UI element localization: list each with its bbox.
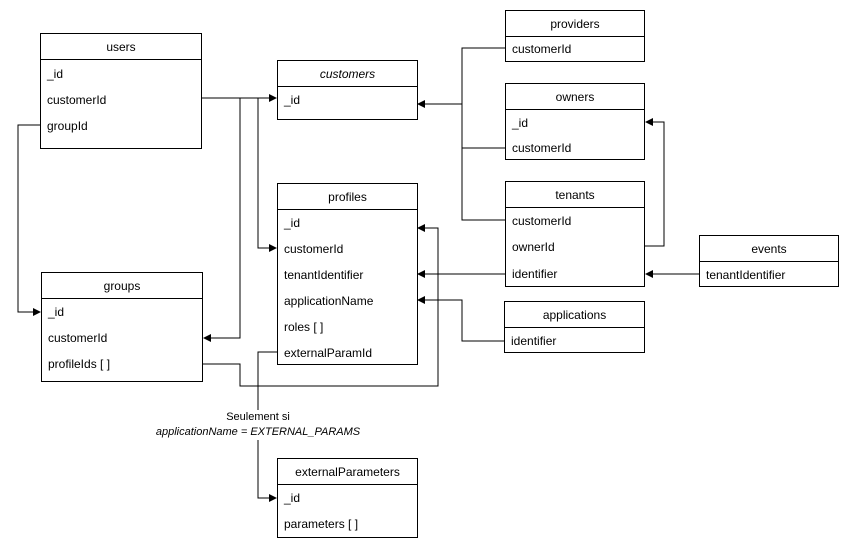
field-customerid: customerId xyxy=(512,141,572,155)
field-id: _id xyxy=(512,116,529,130)
field-customerid: customerId xyxy=(284,242,344,256)
entity-title: owners xyxy=(506,84,644,110)
field-customerid: customerId xyxy=(47,93,107,107)
link-profiles-externalparameters-end xyxy=(257,440,277,502)
field-identifier: identifier xyxy=(512,267,558,281)
entity-title: profiles xyxy=(278,184,417,210)
entity-tenants: tenants customerId ownerId identifier xyxy=(505,181,645,287)
entity-events: events tenantIdentifier xyxy=(699,235,839,287)
field-parameters: parameters [ ] xyxy=(284,517,359,531)
condition-note-line2: applicationName = EXTERNAL_PARAMS xyxy=(155,426,361,438)
entity-customers: customers _id xyxy=(277,60,418,120)
link-tenants-owners xyxy=(645,118,665,247)
field-externalparamid: externalParamId xyxy=(284,346,373,360)
entity-title: events xyxy=(700,236,838,262)
link-applications-profiles xyxy=(417,296,505,342)
entity-profiles: profiles _id customerId tenantIdentifier… xyxy=(277,183,418,365)
entity-title: customers xyxy=(278,61,417,87)
field-id: _id xyxy=(48,305,65,319)
field-applicationname: applicationName xyxy=(284,294,374,308)
field-id: _id xyxy=(284,93,301,107)
link-tenants-customers xyxy=(461,104,506,221)
link-groups-profiles xyxy=(202,224,439,387)
entity-groups: groups _id customerId profileIds [ ] xyxy=(41,272,203,382)
entity-title: providers xyxy=(506,11,644,37)
entity-title: users xyxy=(41,34,201,60)
link-users-groups xyxy=(17,124,41,316)
field-roles: roles [ ] xyxy=(284,320,324,334)
field-customerid: customerId xyxy=(512,214,572,228)
field-identifier: identifier xyxy=(511,334,557,348)
condition-note: Seulement si applicationName = EXTERNAL_… xyxy=(148,410,368,440)
field-tenantidentifier: tenantIdentifier xyxy=(284,268,364,282)
entity-owners: owners _id customerId xyxy=(505,83,645,160)
link-providers-customers xyxy=(417,47,506,108)
link-users-groups-customer xyxy=(203,98,241,342)
field-customerid: customerId xyxy=(512,42,572,56)
condition-note-line1: Seulement si xyxy=(226,411,290,423)
link-owners-customers xyxy=(461,104,506,149)
entity-title: tenants xyxy=(506,182,644,208)
entity-title: groups xyxy=(42,273,202,299)
field-id: _id xyxy=(284,216,301,230)
field-ownerid: ownerId xyxy=(512,240,555,254)
link-profiles-externalparameters xyxy=(257,351,277,410)
field-id: _id xyxy=(47,67,64,81)
field-groupid: groupId xyxy=(47,119,88,133)
entity-title: applications xyxy=(505,302,644,328)
entity-users: users _id customerId groupId xyxy=(40,33,202,149)
field-tenantidentifier: tenantIdentifier xyxy=(706,268,786,282)
entity-applications: applications identifier xyxy=(504,301,645,353)
entity-providers: providers customerId xyxy=(505,10,645,62)
field-customerid: customerId xyxy=(48,331,108,345)
link-users-profiles xyxy=(257,98,277,252)
field-profileids: profileIds [ ] xyxy=(48,357,111,371)
entity-title: externalParameters xyxy=(278,459,417,485)
entity-externalparameters: externalParameters _id parameters [ ] xyxy=(277,458,418,538)
field-id: _id xyxy=(284,491,301,505)
